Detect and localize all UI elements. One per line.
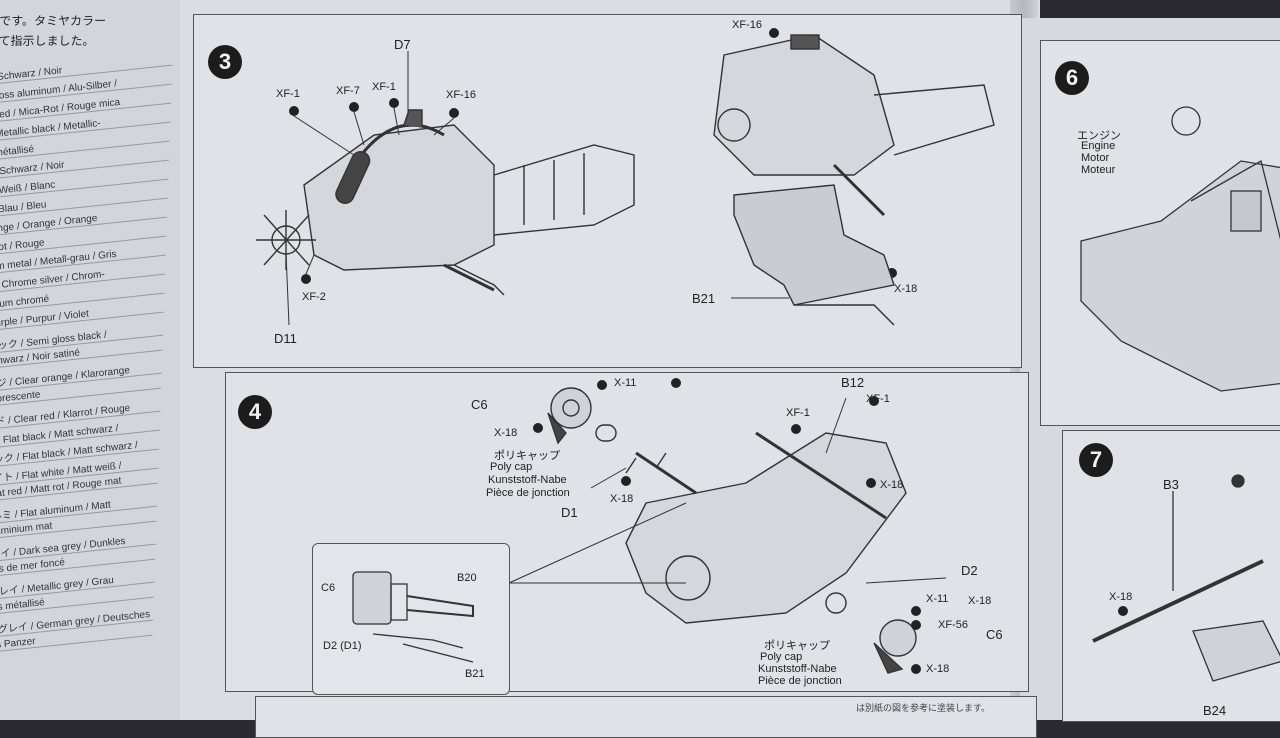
engine-label-en: Engine (1081, 140, 1116, 152)
label-x11-b: X-11 (926, 593, 949, 605)
engine-label-de: Motor (1081, 152, 1110, 164)
step-4-drawing (508, 378, 947, 674)
polycap-b-en: Poly cap (760, 651, 803, 663)
label-xf1-b-step4: XF-1 (866, 393, 890, 405)
step-6-panel: 6 エンジン Engine Motor Moteur (1040, 40, 1280, 426)
polycap-a-de: Kunststoff-Nabe (488, 474, 567, 486)
inset-label-b21: B21 (465, 668, 485, 680)
label-x11-a: X-11 (614, 377, 637, 389)
left-page-header-2: て指示しました。 (0, 34, 95, 48)
label-x18-e: X-18 (926, 663, 950, 675)
label-x18-a: X-18 (494, 427, 518, 439)
step-4-number: 4 (238, 395, 272, 429)
polycap-a-fr: Pièce de jonction (486, 487, 570, 499)
left-page-header-1: です。タミヤカラー (0, 14, 107, 28)
label-x18-step7: X-18 (1109, 591, 1133, 603)
polycap-a-jp: ポリキャップ (494, 450, 560, 462)
label-b21: B21 (692, 291, 716, 306)
step-3-panel: 3 (193, 14, 1022, 368)
label-xf16-a: XF-16 (446, 89, 476, 101)
step-4-panel: 4 (225, 372, 1029, 695)
engine-label-fr: Moteur (1081, 164, 1116, 176)
step-3-drawing (256, 28, 995, 326)
label-b12: B12 (841, 375, 865, 390)
label-b24: B24 (1203, 703, 1227, 718)
step-7-number: 7 (1079, 443, 1113, 477)
step-7-panel: 7 B3 X-18 B24 (1062, 430, 1280, 722)
label-c6-a: C6 (471, 397, 488, 412)
label-d1: D1 (561, 505, 578, 520)
label-d11: D11 (274, 331, 297, 346)
polycap-b-de: Kunststoff-Nabe (758, 663, 837, 675)
label-d7: D7 (394, 37, 411, 52)
step-6-number: 6 (1055, 61, 1089, 95)
label-d2: D2 (961, 563, 978, 578)
inset-label-b20: B20 (457, 572, 477, 584)
label-xf56: XF-56 (938, 619, 968, 631)
label-xf16-b: XF-16 (732, 19, 762, 31)
polycap-a-en: Poly cap (490, 461, 533, 473)
label-xf1-a-step4: XF-1 (786, 407, 810, 419)
inset-drawing (352, 571, 474, 663)
next-step-panel: は別紙の図を参考に塗装します。 (255, 696, 1037, 738)
label-c6-b: C6 (986, 627, 1003, 642)
footer-note: は別紙の図を参考に塗装します。 (856, 703, 991, 713)
label-xf1-a: XF-1 (276, 88, 300, 100)
label-x18: X-18 (894, 283, 918, 295)
inset-label-d2d1: D2 (D1) (323, 640, 362, 652)
label-b3: B3 (1163, 477, 1179, 492)
step-3-number: 3 (208, 45, 242, 79)
engine-label-jp: エンジン (1077, 130, 1121, 142)
label-xf7: XF-7 (336, 85, 360, 97)
step-6-drawing (1080, 106, 1280, 392)
label-xf2: XF-2 (302, 291, 326, 303)
detail-inset: C6 B20 D2 (D1) B21 (312, 543, 510, 695)
inset-label-c6: C6 (321, 582, 336, 594)
polycap-b-jp: ポリキャップ (764, 640, 830, 652)
label-xf1-b: XF-1 (372, 81, 396, 93)
label-x18-b: X-18 (880, 479, 904, 491)
label-x18-d: X-18 (968, 595, 992, 607)
polycap-b-fr: Pièce de jonction (758, 675, 842, 687)
label-x18-c: X-18 (610, 493, 634, 505)
step-7-drawing (1092, 474, 1280, 682)
